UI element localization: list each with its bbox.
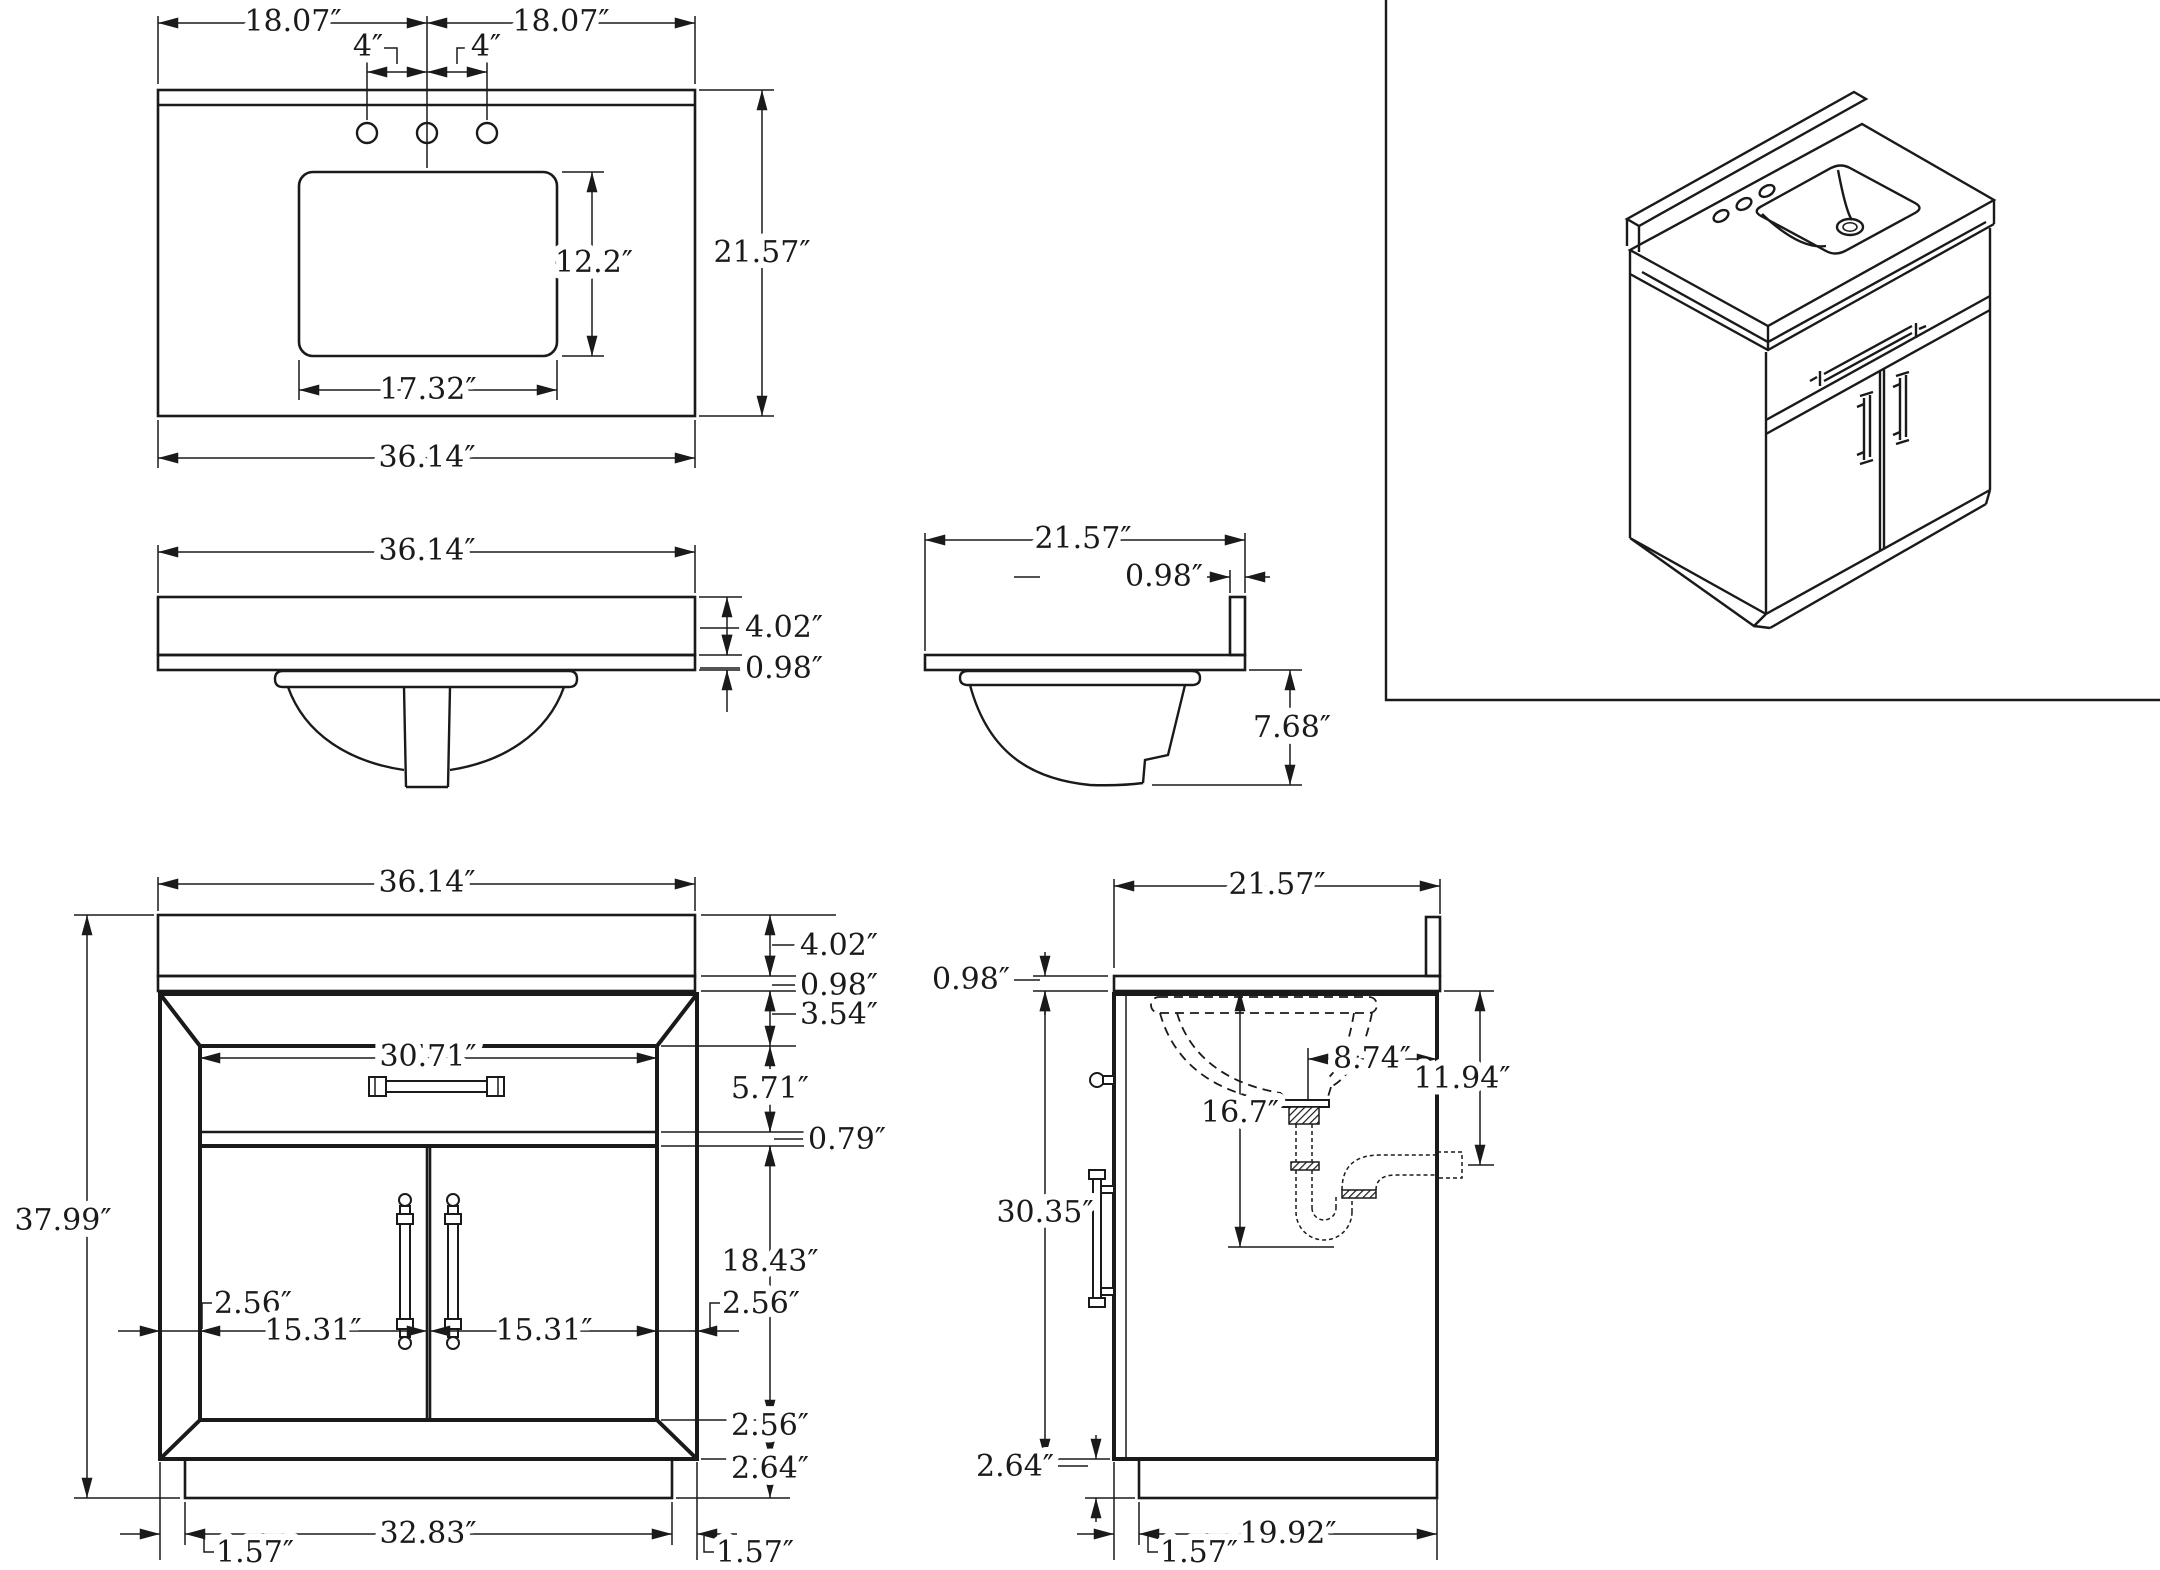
door-handle-side <box>1088 1169 1115 1308</box>
iso-drawer-handle <box>1809 323 1927 386</box>
leader-lines <box>203 1536 714 1553</box>
dim-label: 0.79″ <box>808 1122 886 1157</box>
countertop-top-view: 18.07″ 18.07″ 4″ 4″ 12.2″ 21.57″ 17.32″ … <box>156 0 818 482</box>
sink-cutout <box>297 170 559 358</box>
iso-drain-inner <box>1842 222 1858 232</box>
faucet-hole-left <box>355 121 379 145</box>
dim-label: 0.98″ <box>1125 559 1203 594</box>
toe-kick-side <box>1137 1457 1439 1500</box>
cabinet-front-view: 36.14″ 37.99″ 30.71″ 4.02″ 0.98″ 3.54″ 5… <box>7 858 893 1570</box>
dim-label: 17.32″ <box>379 372 476 407</box>
dim-label: 7.68″ <box>1253 710 1331 745</box>
dim-label: 4.02″ <box>800 928 878 963</box>
dim-label: 21.57″ <box>713 235 810 270</box>
dim-label: 4″ <box>353 29 383 64</box>
dim-label: 21.57″ <box>1034 521 1131 556</box>
dim-label: 18.07″ <box>244 4 341 39</box>
cabinet-side-view: 21.57″ 0.98″ 8.74″ 11.94″ 16.7″ 30.35″ 2… <box>925 860 1518 1570</box>
backsplash-side <box>1424 915 1442 978</box>
dim-label: 36.14″ <box>378 440 475 475</box>
slab-front <box>156 974 697 993</box>
iso-countertop <box>1627 122 1997 352</box>
dim-label: 8.74″ <box>1333 1041 1411 1076</box>
dim-label: 1.57″ <box>216 1535 294 1570</box>
slab-side <box>923 653 1247 672</box>
iso-cabinet-body <box>1628 228 1992 630</box>
sink-bowl-front <box>273 669 579 789</box>
drawer-handle <box>368 1076 505 1097</box>
dim-label: 0.98″ <box>932 962 1010 997</box>
dim-label: 2.56″ <box>731 1408 809 1443</box>
extension-lines <box>157 16 774 468</box>
door-handle-left <box>396 1193 414 1350</box>
dim-label: 11.94″ <box>1413 1061 1510 1096</box>
toe-kick <box>183 1457 674 1500</box>
cabinet-inner-frame <box>198 1044 659 1422</box>
dim-label: 12.2″ <box>555 245 633 280</box>
dim-label: 19.92″ <box>1239 1516 1336 1551</box>
dim-label: 21.57″ <box>1228 867 1325 902</box>
backsplash-side <box>1228 595 1247 657</box>
backsplash-front <box>156 595 697 657</box>
dim-label: 32.83″ <box>379 1516 476 1551</box>
dim-label: 5.71″ <box>731 1071 809 1106</box>
door-handle-right <box>444 1193 462 1350</box>
dim-label: 0.98″ <box>800 968 878 1003</box>
sink-bowl-side <box>958 669 1202 787</box>
dim-label: 36.14″ <box>378 533 475 568</box>
countertop-front-view: 36.14″ 4.02″ 0.98″ <box>156 526 830 789</box>
dim-label: 18.43″ <box>721 1244 818 1279</box>
isometric-view <box>1384 0 2160 702</box>
dim-label: 2.56″ <box>214 1286 292 1321</box>
dim-label: 30.35″ <box>996 1195 1093 1230</box>
iso-door-handle-right <box>1892 370 1910 446</box>
iso-backsplash <box>1624 90 1869 252</box>
view-border <box>1384 0 2160 702</box>
extension-lines <box>1014 879 1494 1560</box>
extension-lines <box>157 545 742 671</box>
dim-label: 2.64″ <box>976 1449 1054 1484</box>
dim-label: 18.07″ <box>512 4 609 39</box>
leader-lines <box>201 1302 720 1329</box>
iso-faucet-holes <box>1712 183 1776 224</box>
faucet-hole-right <box>475 121 499 145</box>
drawer-handle-side <box>1089 1072 1115 1088</box>
slab-front <box>156 653 697 672</box>
iso-door-handle-left <box>1856 390 1874 466</box>
countertop-side-view: 21.57″ 0.98″ 7.68″ <box>923 514 1338 787</box>
dim-label: 2.64″ <box>731 1451 809 1486</box>
iso-drain <box>1835 217 1865 237</box>
dim-label: 30.71″ <box>379 1039 476 1074</box>
dim-label: 0.98″ <box>745 651 823 686</box>
leader-lines <box>1147 1536 1158 1553</box>
dim-label: 1.57″ <box>716 1535 794 1570</box>
frame-bevels <box>158 992 699 1461</box>
dim-label: 37.99″ <box>14 1203 111 1238</box>
slab-side <box>1112 974 1442 993</box>
leader-lines <box>384 47 470 64</box>
dim-label: 1.57″ <box>1160 1535 1238 1570</box>
dim-label: 36.14″ <box>378 865 475 900</box>
dim-label: 15.31″ <box>264 1313 361 1348</box>
dim-label: 15.31″ <box>495 1313 592 1348</box>
backsplash-front <box>156 913 697 978</box>
dim-label: 16.7″ <box>1201 1095 1279 1130</box>
dim-label: 4.02″ <box>745 610 823 645</box>
dim-label: 4″ <box>471 29 501 64</box>
drain-assembly <box>1278 1099 1463 1241</box>
dim-label: 3.54″ <box>800 997 878 1032</box>
iso-sink-cutout <box>1755 164 1921 255</box>
dim-label: 2.56″ <box>722 1286 800 1321</box>
